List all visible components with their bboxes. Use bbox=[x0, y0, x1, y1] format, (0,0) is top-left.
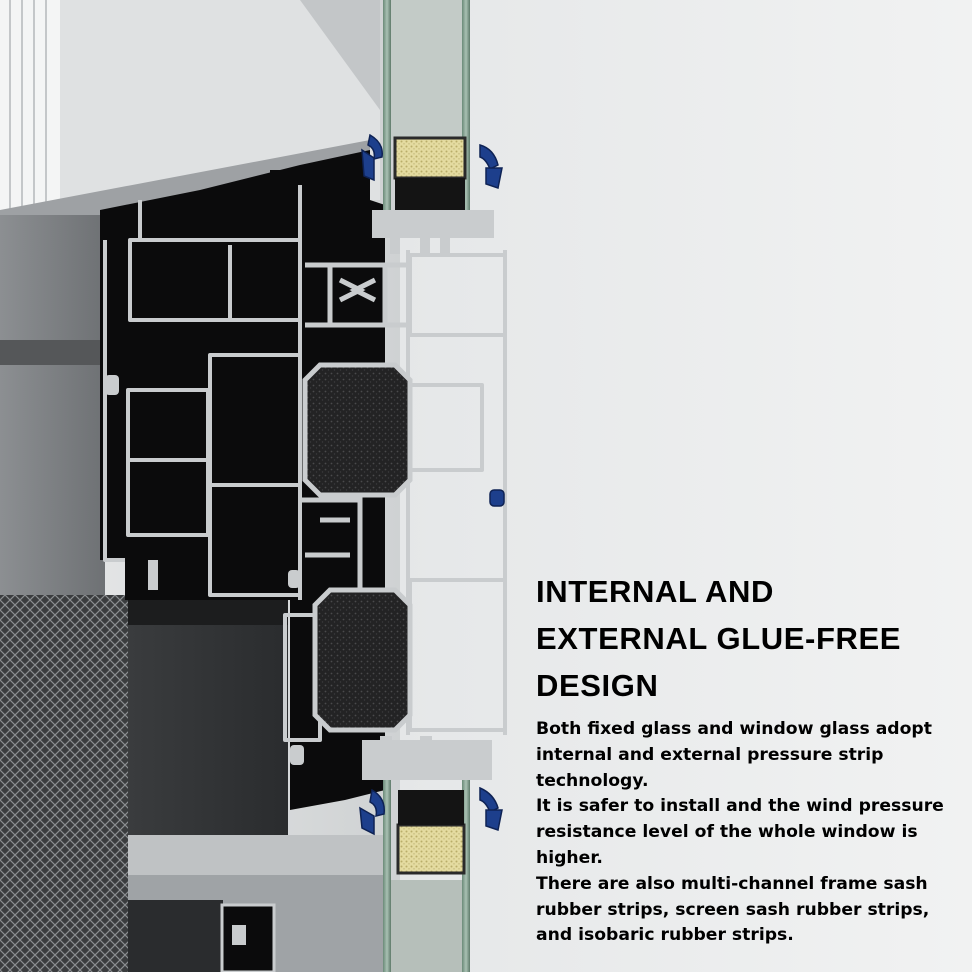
description-line: It is safer to install and the wind pres… bbox=[536, 796, 944, 817]
description-line: and isobaric rubber strips. bbox=[536, 925, 794, 946]
polyamide-strip-upper bbox=[305, 262, 410, 328]
description-line: Both fixed glass and window glass adopt bbox=[536, 719, 932, 739]
headline-line: DESIGN bbox=[536, 668, 659, 703]
headline-line: EXTERNAL GLUE-FREE bbox=[536, 621, 902, 656]
description-line: There are also multi-channel frame sash bbox=[536, 873, 928, 894]
polyamide-strip-middle bbox=[300, 497, 363, 590]
thermal-break-lower bbox=[312, 587, 413, 733]
glass-pane-upper-outer bbox=[383, 0, 391, 210]
description-line: internal and external pressure strip bbox=[536, 744, 884, 765]
description-line: higher. bbox=[536, 847, 603, 868]
thermal-break-upper bbox=[302, 362, 413, 498]
glass-spacer-upper bbox=[393, 136, 467, 180]
feature-text-block: INTERNAL AND EXTERNAL GLUE-FREE DESIGN B… bbox=[536, 568, 968, 949]
headline-line: INTERNAL AND bbox=[536, 574, 774, 609]
feature-description: Both fixed glass and window glass adopt … bbox=[536, 717, 968, 949]
insect-screen-mesh bbox=[0, 595, 128, 972]
outer-frame-block bbox=[0, 215, 105, 360]
glass-pane-upper-inner bbox=[462, 0, 470, 210]
glass-spacer-lower bbox=[396, 823, 466, 875]
description-line: rubber strips, screen sash rubber strips… bbox=[536, 899, 930, 920]
rubber-gaskets bbox=[359, 133, 505, 836]
glass-pane-lower-inner bbox=[462, 780, 470, 972]
glass-pane-lower-outer bbox=[383, 780, 391, 972]
description-line: technology. bbox=[536, 770, 649, 791]
description-line: resistance level of the whole window is bbox=[536, 822, 918, 843]
feature-headline: INTERNAL AND EXTERNAL GLUE-FREE DESIGN bbox=[536, 568, 968, 709]
